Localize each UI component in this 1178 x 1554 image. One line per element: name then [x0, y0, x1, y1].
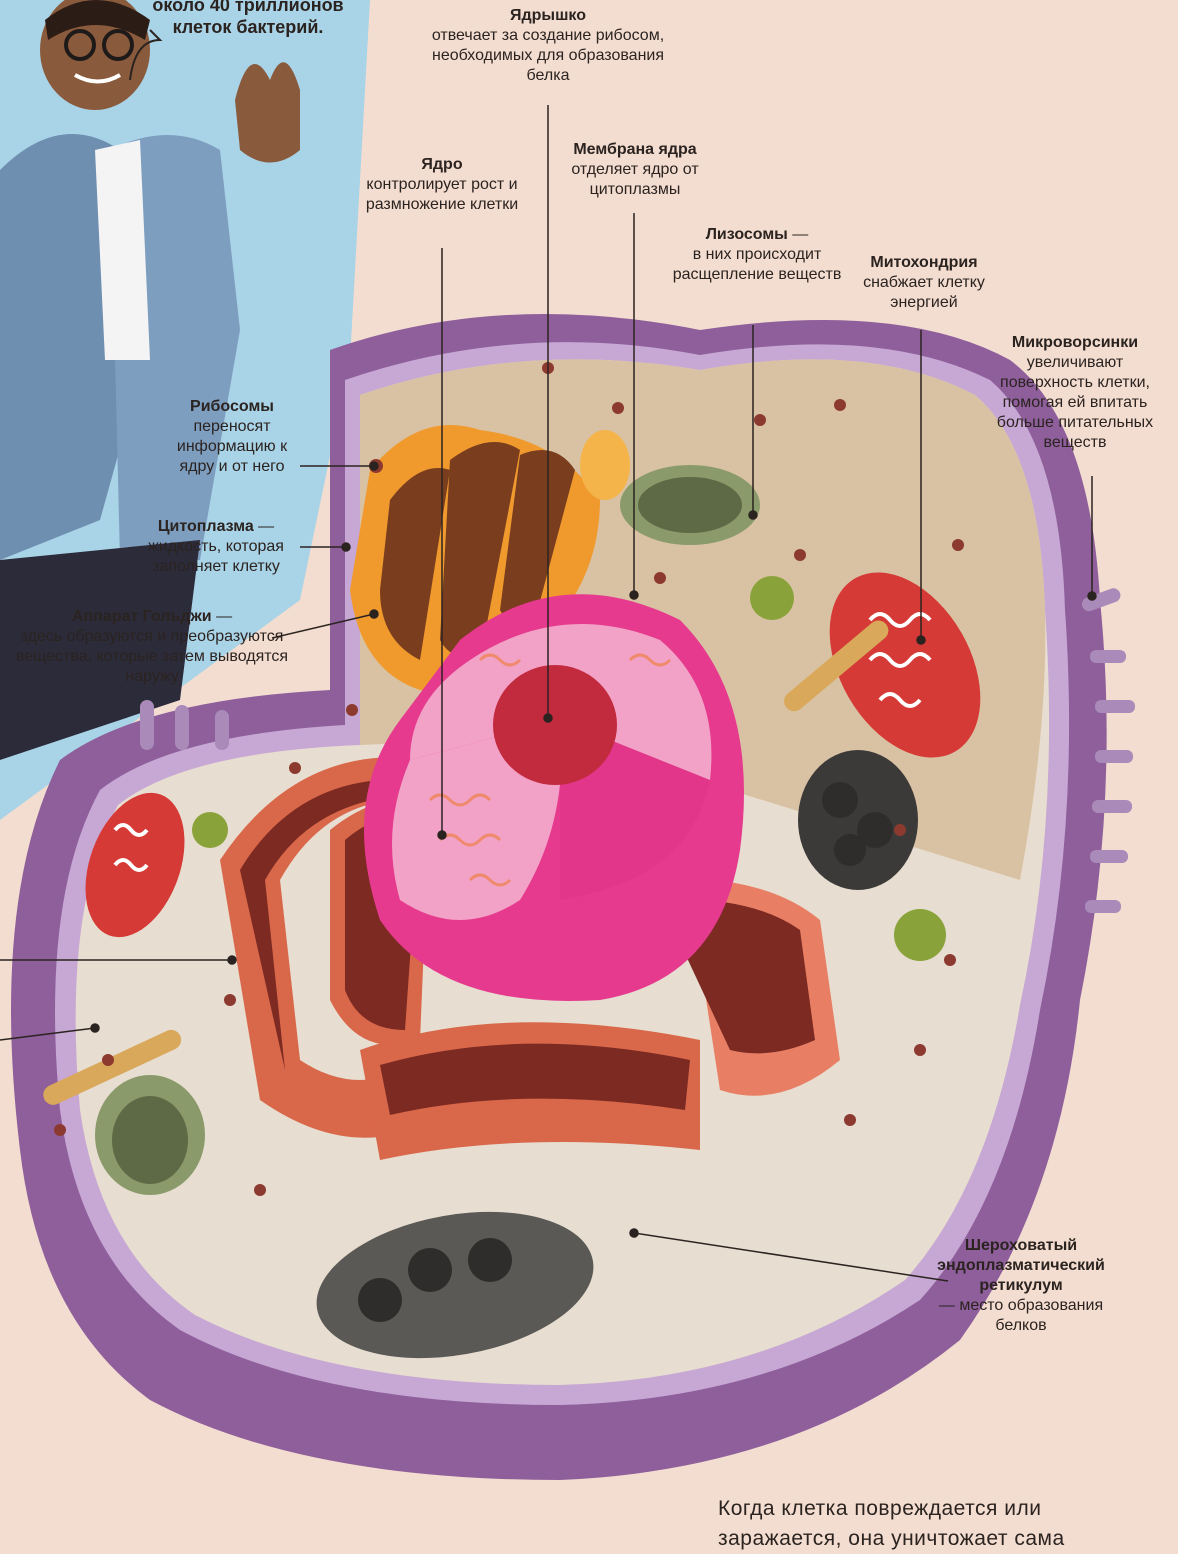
- label-rough-er: Шероховатый эндоплазматический ретикулум…: [918, 1236, 1124, 1336]
- label-cytoplasm-body: жидкость, которая заполняет клетку: [126, 537, 306, 577]
- label-nucleus-title: Ядро: [350, 155, 534, 175]
- label-lysosomes: Лизосомы — в них происходит расщепление …: [672, 225, 842, 285]
- label-nucleus: Ядро контролирует рост и размножение кле…: [350, 155, 534, 215]
- label-golgi-body: здесь образуются и преобразуются веществ…: [0, 627, 304, 687]
- label-mitochondria-body: снабжает клетку энергией: [846, 273, 1002, 313]
- label-rough-er-dash: —: [939, 1297, 955, 1314]
- speech-line-2: клеток бактерий.: [118, 16, 378, 38]
- label-golgi-title: Аппарат Гольджи: [72, 608, 212, 625]
- label-nucleolus-title: Ядрышко: [425, 6, 671, 26]
- speech-bubble: около 40 триллионов клеток бактерий.: [118, 0, 378, 38]
- label-cytoplasm: Цитоплазма — жидкость, которая заполняет…: [126, 517, 306, 577]
- label-nucleolus: Ядрышко отвечает за создание рибосом, не…: [425, 6, 671, 86]
- label-mitochondria: Митохондрия снабжает клетку энергией: [846, 253, 1002, 313]
- label-nucleolus-body: отвечает за создание рибосом, необходимы…: [425, 26, 671, 86]
- label-lysosomes-title: Лизосомы: [706, 226, 788, 243]
- label-mitochondria-title: Митохондрия: [846, 253, 1002, 273]
- label-nuclear-membrane-body: отделяет ядро от цитоплазмы: [560, 160, 710, 200]
- label-rough-er-body: место образования белков: [959, 1297, 1103, 1334]
- label-cytoplasm-dash: —: [254, 518, 274, 535]
- label-microvilli-body: увеличивают поверхность клетки, помогая …: [980, 353, 1170, 453]
- label-golgi-dash: —: [212, 608, 232, 625]
- bottom-paragraph: Когда клетка повреждается или заражается…: [718, 1494, 1178, 1554]
- label-ribosomes-body: переносят информацию к ядру и от него: [162, 417, 302, 477]
- label-cytoplasm-title: Цитоплазма: [158, 518, 254, 535]
- speech-line-1: около 40 триллионов: [118, 0, 378, 16]
- label-golgi: Аппарат Гольджи — здесь образуются и пре…: [0, 607, 304, 687]
- label-ribosomes: Рибосомы переносят информацию к ядру и о…: [162, 397, 302, 477]
- bottom-line-2: заражается, она уничтожает сама: [718, 1524, 1178, 1554]
- label-ribosomes-title: Рибосомы: [162, 397, 302, 417]
- label-nucleus-body: контролирует рост и размножение клетки: [350, 175, 534, 215]
- label-rough-er-title: Шероховатый эндоплазматический ретикулум: [918, 1236, 1124, 1296]
- label-microvilli-title: Микроворсинки: [980, 333, 1170, 353]
- label-lysosomes-body: в них происходит расщепление веществ: [672, 245, 842, 285]
- label-lysosomes-dash: —: [788, 226, 808, 243]
- label-microvilli: Микроворсинки увеличивают поверхность кл…: [980, 333, 1170, 453]
- bottom-line-1: Когда клетка повреждается или: [718, 1494, 1178, 1524]
- label-nuclear-membrane: Мембрана ядра отделяет ядро от цитоплазм…: [560, 140, 710, 200]
- label-nuclear-membrane-title: Мембрана ядра: [560, 140, 710, 160]
